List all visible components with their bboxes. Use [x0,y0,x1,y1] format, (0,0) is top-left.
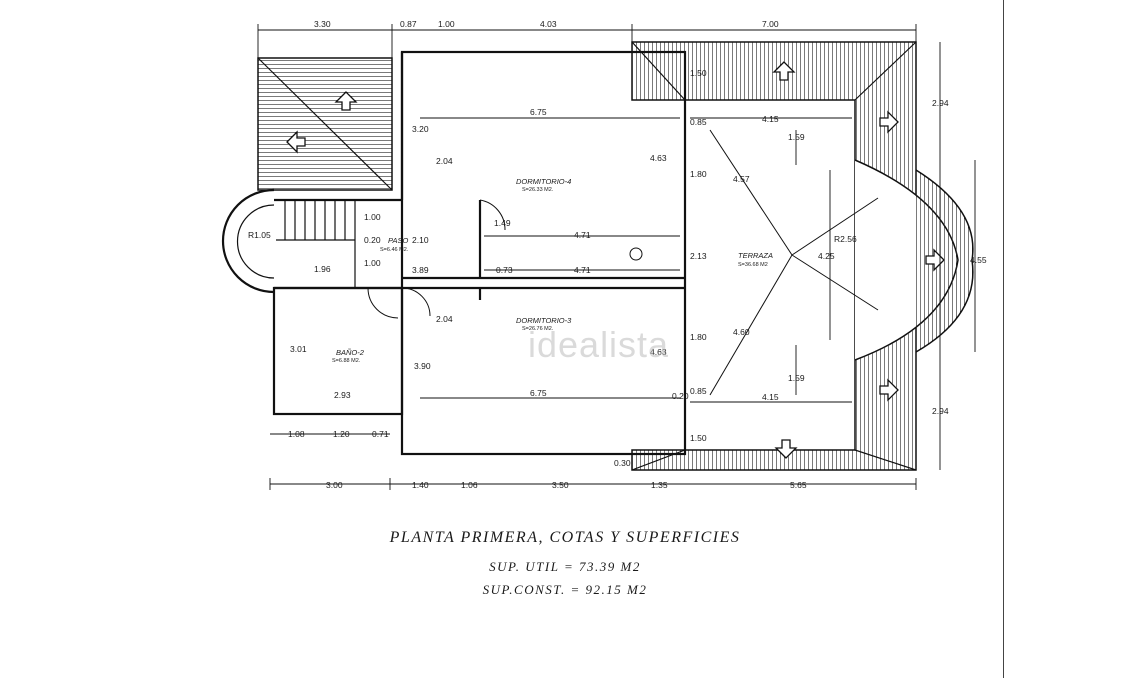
page-edge-line [1003,0,1004,678]
room-bano-2: BAÑO-2 [336,348,365,357]
dim-159-b: 1.59 [788,373,805,383]
dim-457: 4.57 [733,174,750,184]
dim-213: 2.13 [690,251,707,261]
dim-293: 2.93 [334,390,351,400]
terrace-lines [484,129,879,396]
dim-020: 0.20 [364,235,381,245]
dim-top-3: 1.00 [438,19,455,29]
room-dormitorio-3: DORMITORIO-3 [516,316,572,325]
dim-right-3: 2.94 [932,406,949,416]
room-labels: DORMITORIO-4 S=26.33 M2. DORMITORIO-3 S=… [332,177,773,364]
dim-180-a: 1.80 [690,169,707,179]
dim-415-a: 4.15 [762,114,779,124]
dim-bano-bottom-3: 0.71 [372,429,389,439]
dim-180-b: 1.80 [690,332,707,342]
dim-460: 4.60 [733,327,750,337]
dim-073: 0.73 [496,265,513,275]
dim-196: 1.96 [314,264,331,274]
dim-390: 3.90 [414,361,431,371]
dim-159-a: 1.59 [788,132,805,142]
room-paso: PASO [388,236,408,245]
dim-150-b: 1.50 [690,433,707,443]
useful-area: SUP. UTIL = 73.39 M2 [489,559,641,574]
dim-top-4: 4.03 [540,19,557,29]
dim-r105: R1.05 [248,230,271,240]
dim-bano-bottom-1: 1.08 [288,429,305,439]
area-bano-2: S=6.88 M2. [332,358,361,364]
dim-471-b: 4.71 [574,265,591,275]
dim-085-b: 0.85 [690,386,707,396]
dim-top-1: 3.30 [314,19,331,29]
dim-204-top: 2.04 [436,156,453,166]
dim-bottom-4: 3.50 [552,480,569,490]
dim-675-bottom: 6.75 [530,388,547,398]
dim-top-5: 7.00 [762,19,779,29]
dim-471-a: 4.71 [574,230,591,240]
dim-463-a: 4.63 [650,153,667,163]
dim-100-b: 1.00 [364,258,381,268]
area-dormitorio-4: S=26.33 M2. [522,187,554,193]
dim-149: 1.49 [494,218,511,228]
walls [272,50,687,456]
dim-463-b: 4.63 [650,347,667,357]
area-paso: S=6.46 M2. [380,247,409,253]
dim-right-1: 2.94 [932,98,949,108]
dim-bottom-5: 1.35 [651,480,668,490]
room-terraza: TERRAZA [738,251,773,260]
dim-425: 4.25 [818,251,835,261]
area-terraza: S=36.68 M2 [738,262,768,268]
dim-415-b: 4.15 [762,392,779,402]
dim-top-2: 0.87 [400,19,417,29]
watermark: idealista [528,324,669,365]
dim-204-bottom: 2.04 [436,314,453,324]
dim-bano-bottom-2: 1.20 [333,429,350,439]
area-dormitorio-3: S=26.76 M2. [522,326,554,332]
dim-030: 0.30 [614,458,631,468]
dim-210: 2.10 [412,235,429,245]
plan-title: PLANTA PRIMERA, COTAS Y SUPERFICIES [389,529,741,546]
room-dormitorio-4: DORMITORIO-4 [516,177,571,186]
dim-301: 3.01 [290,344,307,354]
dim-r256: R2.56 [834,234,857,244]
dim-320: 3.20 [412,124,429,134]
dim-675-top: 6.75 [530,107,547,117]
staircase [221,188,356,294]
dim-085-a: 0.85 [690,117,707,127]
dim-bottom-1: 3.00 [326,480,343,490]
dim-right-2: 4.55 [970,255,987,265]
dim-bottom-2: 1.40 [412,480,429,490]
roof-hatching [257,41,974,471]
dim-389: 3.89 [412,265,429,275]
door-swings [367,199,506,319]
dim-bottom-3: 1.06 [461,480,478,490]
dim-bottom-6: 5.65 [790,480,807,490]
dim-100-a: 1.00 [364,212,381,222]
dimension-lines [257,24,976,490]
built-area: SUP.CONST. = 92.15 M2 [482,582,648,597]
dimension-labels: 3.30 0.87 1.00 4.03 7.00 3.00 1.40 1.06 … [248,19,987,490]
roof-slope-arrows [286,61,945,459]
dim-150-a: 1.50 [690,68,707,78]
dim-020-b: 0.20 [672,391,689,401]
